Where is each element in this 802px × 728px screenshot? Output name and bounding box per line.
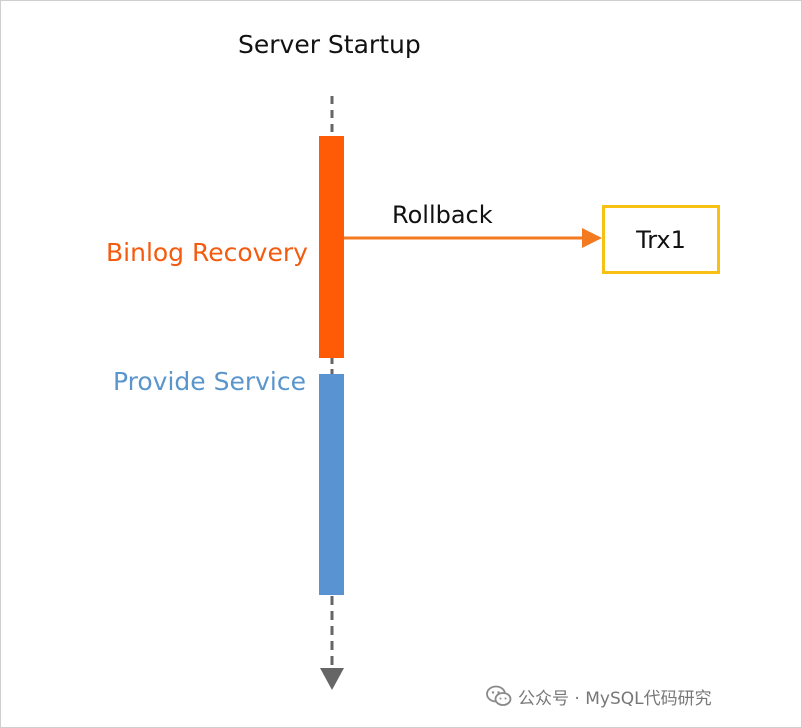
watermark-text: 公众号 · MySQL代码研究 [518,688,712,709]
rollback-arrowhead-icon [582,228,602,248]
trx1-label: Trx1 [636,225,686,254]
trx1-box: Trx1 [602,205,720,274]
timeline-arrowhead-icon [320,668,344,690]
provide-service-bar [319,374,344,595]
rollback-label: Rollback [392,201,493,229]
diagram-title: Server Startup [238,30,421,59]
provide-service-label: Provide Service [113,367,306,396]
binlog-recovery-label: Binlog Recovery [106,238,308,267]
wechat-icon [486,685,512,706]
binlog-recovery-bar [319,136,344,358]
watermark: 公众号 · MySQL代码研究 [486,684,712,709]
